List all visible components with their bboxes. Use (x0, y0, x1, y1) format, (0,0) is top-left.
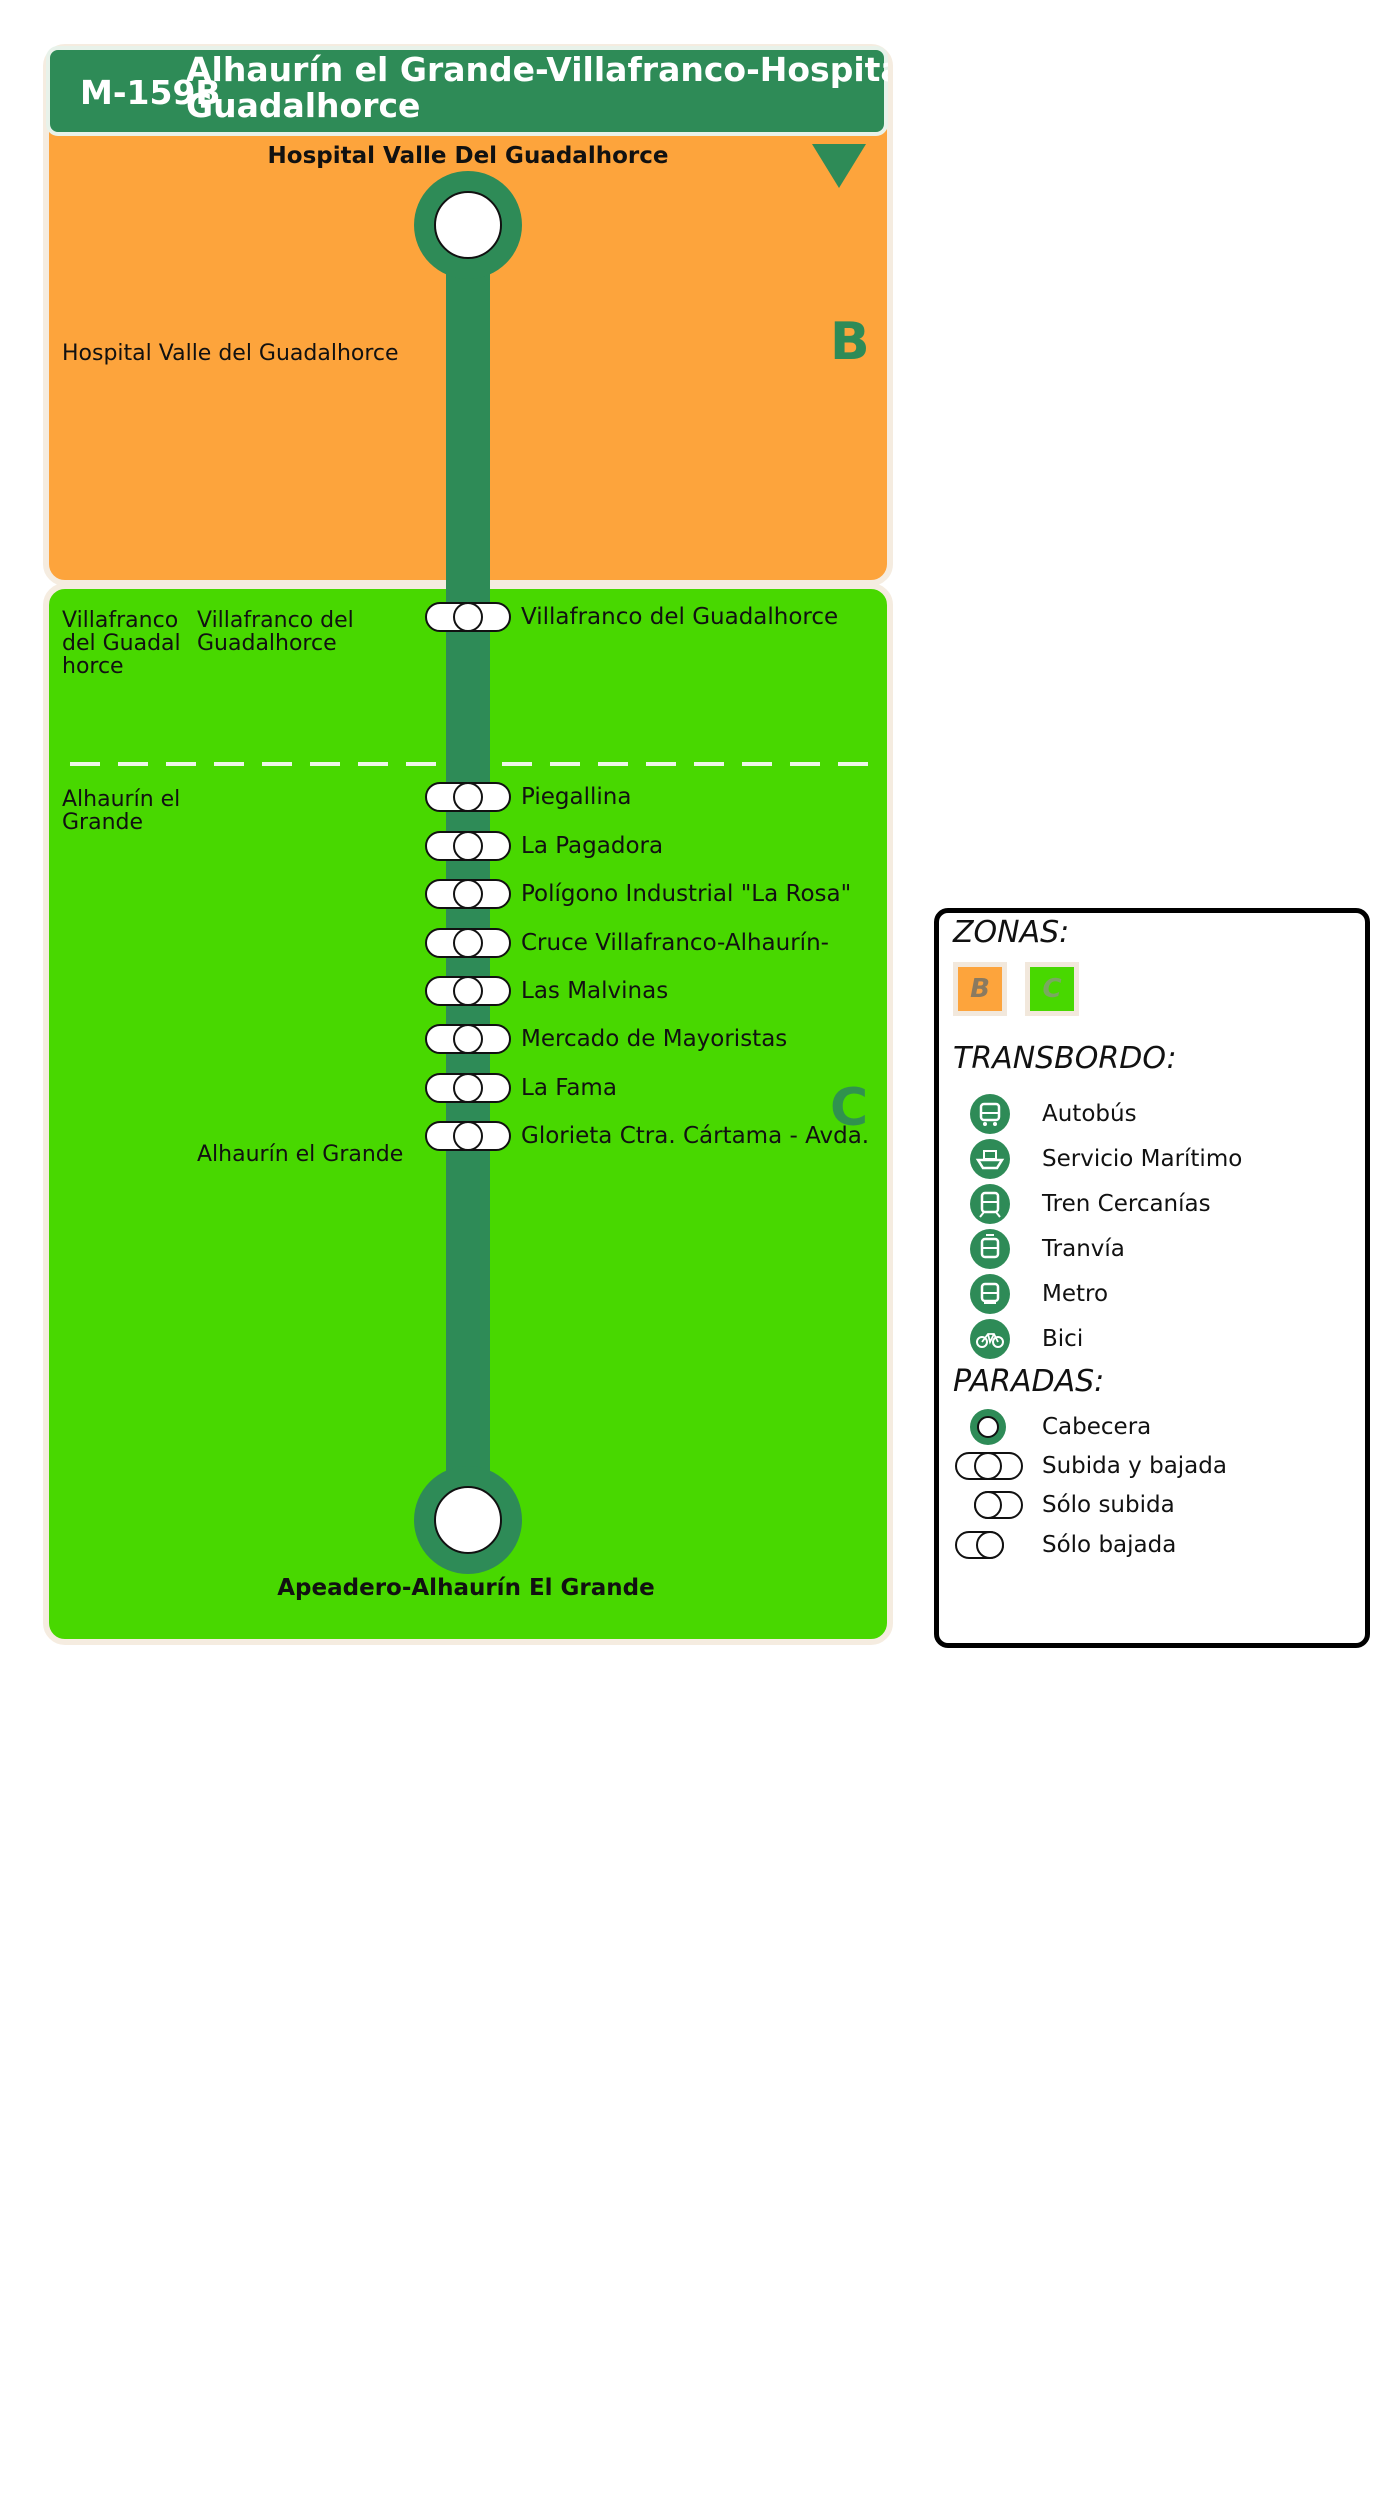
area-label-villafranco-locality: Villafranco del Guadalhorce (197, 608, 354, 656)
legend-zonas-title: ZONAS: (953, 915, 1070, 950)
alight-only-stop-icon (955, 1531, 1004, 1559)
route-line (446, 225, 490, 1520)
boat-icon (970, 1139, 1010, 1179)
bus-icon (970, 1094, 1010, 1134)
stop-label: Cruce Villafranco-Alhaurín- (521, 930, 829, 956)
legend-transbordo-label: Tranvía (1042, 1236, 1125, 1262)
area-label-villafranco-municipality: Villafranco del Guadalhorce (62, 608, 181, 679)
terminal-end-label: Apeadero-Alhaurín El Grande (277, 1575, 655, 1601)
legend-paradas-title: PARADAS: (953, 1364, 1105, 1399)
legend-parada-label: Sólo bajada (1042, 1532, 1177, 1558)
stop-label: Las Malvinas (521, 978, 669, 1004)
triangle-down-icon (812, 144, 866, 188)
legend-transbordo-title: TRANSBORDO: (953, 1041, 1177, 1076)
stop-label: Polígono Industrial "La Rosa" (521, 881, 852, 907)
stop-marker-subida-bajada (425, 1073, 511, 1103)
legend-transbordo-label: Metro (1042, 1281, 1109, 1307)
terminal-stop-icon (970, 1409, 1006, 1445)
stop-label: Piegallina (521, 784, 632, 810)
stop-marker-subida-bajada (425, 1024, 511, 1054)
legend-parada-label: Sólo subida (1042, 1492, 1175, 1518)
stop-marker-subida-bajada (425, 976, 511, 1006)
terminal-stop-end (414, 1466, 522, 1574)
stop-marker-subida-bajada (425, 602, 511, 632)
stop-label: La Pagadora (521, 833, 664, 859)
board-only-stop-icon (974, 1491, 1023, 1519)
terminal-start-label: Hospital Valle Del Guadalhorce (267, 143, 669, 169)
legend-zone-swatch-b-letter: B (970, 974, 990, 1004)
legend-zone-swatch-c-letter: C (1042, 974, 1062, 1004)
route-name-line-2: Guadalhorce (186, 86, 421, 125)
route-name: Alhaurín el Grande-Villafranco-Hospital … (186, 52, 888, 132)
route-name-line-1: Alhaurín el Grande-Villafranco-Hospital … (186, 52, 888, 89)
train-icon (970, 1184, 1010, 1224)
area-label-hospital: Hospital Valle del Guadalhorce (62, 341, 399, 366)
legend-zone-swatch-c: C (1025, 962, 1079, 1016)
stop-label: Villafranco del Guadalhorce (521, 604, 839, 630)
stop-marker-subida-bajada (425, 928, 511, 958)
board-alight-stop-icon (955, 1452, 1023, 1480)
legend-parada-label: Cabecera (1042, 1414, 1152, 1440)
legend-parada-label: Subida y bajada (1042, 1453, 1227, 1479)
terminal-stop-start (414, 171, 522, 279)
stop-marker-subida-bajada (425, 1121, 511, 1151)
legend-transbordo-label: Servicio Marítimo (1042, 1146, 1243, 1172)
stop-marker-subida-bajada (425, 782, 511, 812)
metro-icon (970, 1274, 1010, 1314)
legend-zone-swatch-b: B (953, 962, 1007, 1016)
bike-icon (970, 1319, 1010, 1359)
legend-transbordo-label: Bici (1042, 1326, 1084, 1352)
stop-label: Mercado de Mayoristas (521, 1026, 788, 1052)
zone-letter-b: B (830, 312, 870, 372)
area-label-alhaurin-locality: Alhaurín el Grande (197, 1142, 404, 1167)
tram-icon (970, 1229, 1010, 1269)
area-label-alhaurin-municipality: Alhaurín el Grande (62, 787, 181, 835)
stop-label: Glorieta Ctra. Cártama - Avda. (521, 1123, 870, 1149)
route-header (46, 46, 888, 136)
legend-transbordo-label: Autobús (1042, 1101, 1137, 1127)
legend-panel (934, 908, 1370, 1648)
legend-transbordo-label: Tren Cercanías (1042, 1191, 1211, 1217)
stop-marker-subida-bajada (425, 879, 511, 909)
zone-letter-c: C (830, 1078, 869, 1138)
stop-marker-subida-bajada (425, 831, 511, 861)
route-code: M-159B (80, 73, 221, 112)
stop-label: La Fama (521, 1075, 617, 1101)
